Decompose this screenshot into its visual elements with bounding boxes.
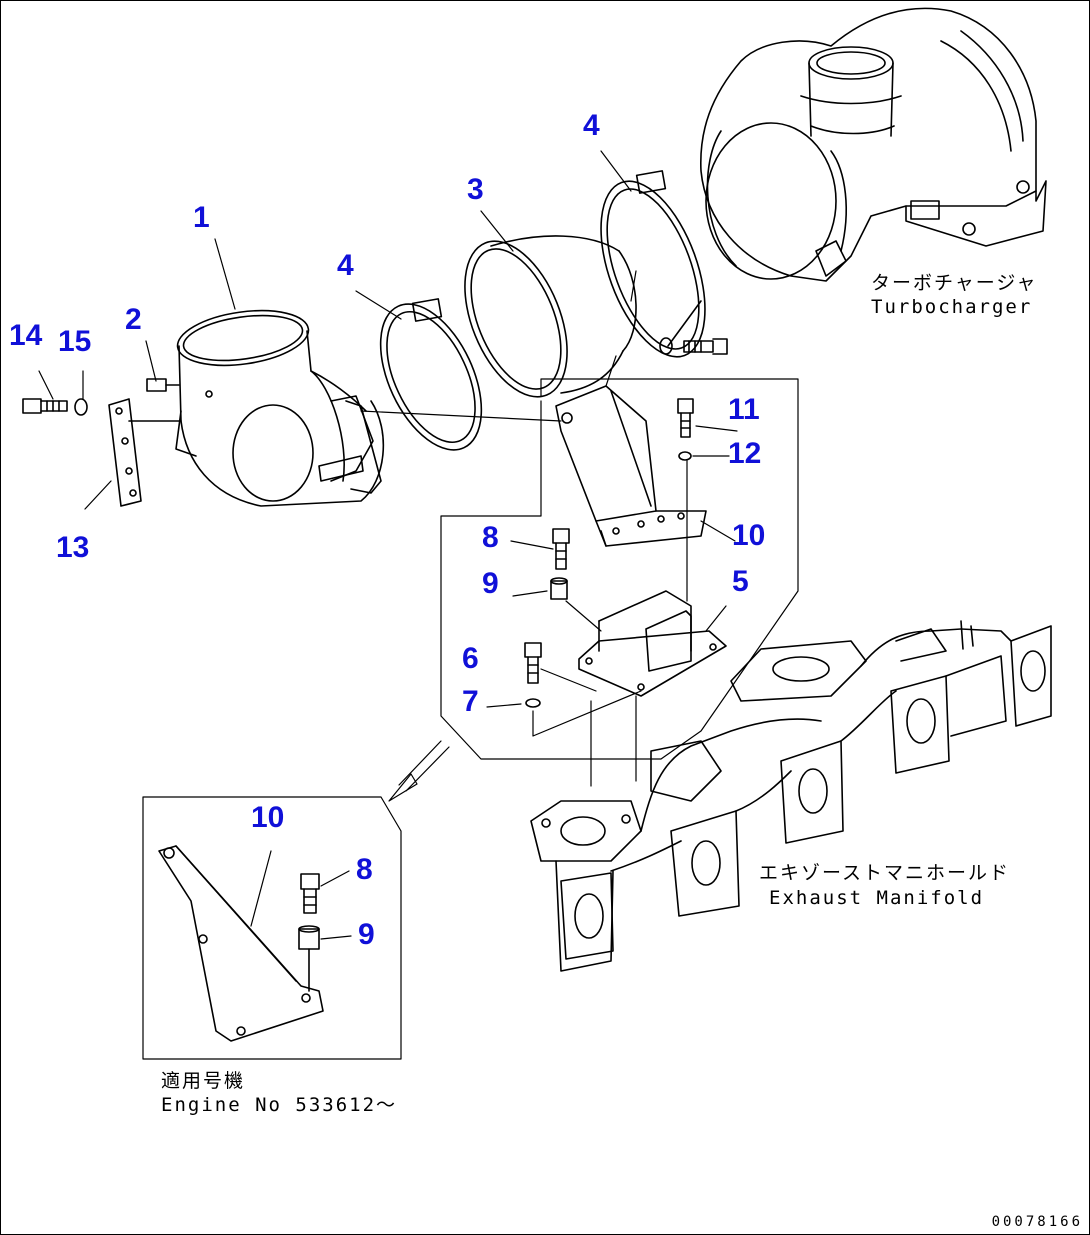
- callout-3: 3: [467, 173, 484, 206]
- callout-13: 13: [56, 531, 90, 564]
- turbocharger-drawing: [699, 7, 1047, 282]
- turbocharger-label-jp: ターボチャージャ: [871, 272, 1038, 294]
- inset-bolt-8-collar-9-drawing: [298, 873, 320, 992]
- callout-10-main: 10: [732, 519, 766, 552]
- applicable-label-jp: 適用号機: [161, 1070, 246, 1092]
- applicable-label-en: Engine No 533612〜: [161, 1094, 398, 1116]
- detail-boundaries: [142, 378, 799, 1060]
- callout-7: 7: [462, 685, 479, 718]
- callout-8-main: 8: [482, 521, 499, 554]
- callout-11: 11: [728, 393, 760, 426]
- manifold-label-en: Exhaust Manifold: [769, 887, 985, 909]
- turbocharger-label-en: Turbocharger: [871, 296, 1033, 318]
- callout-12: 12: [728, 437, 762, 470]
- drawing-code: 00078166: [991, 1214, 1083, 1230]
- callout-2: 2: [125, 303, 142, 336]
- clamp-4-right-drawing: [600, 170, 706, 358]
- bolt-6-washer-7-drawing: [524, 642, 542, 708]
- callout-5: 5: [732, 565, 749, 598]
- bracket-13-drawing: [108, 398, 182, 507]
- inset-bracket-10-drawing: [158, 845, 324, 1042]
- callout-1: 1: [193, 201, 210, 234]
- manifold-label-jp: エキゾーストマニホールド: [759, 862, 1011, 884]
- elbow-pipe-1-drawing: [175, 309, 385, 507]
- callout-4-left: 4: [337, 249, 354, 282]
- callout-14: 14: [9, 319, 43, 352]
- callout-9-inset: 9: [358, 918, 375, 951]
- bolt-11-washer-12-drawing: [677, 398, 694, 461]
- bolt-14-washer-15-drawing: [22, 398, 88, 416]
- plug-2-drawing: [146, 378, 180, 392]
- callout-15: 15: [58, 325, 92, 358]
- callout-6: 6: [462, 642, 479, 675]
- leader-lines: [38, 150, 738, 940]
- hose-3-drawing: [464, 235, 637, 398]
- callout-9-main: 9: [482, 567, 499, 600]
- callout-10-inset: 10: [251, 801, 285, 834]
- view-direction-arrow: [388, 740, 450, 802]
- callout-8-inset: 8: [356, 853, 373, 886]
- bolt-8-collar-9-upper-drawing: [550, 528, 570, 600]
- callout-4-right: 4: [583, 109, 600, 142]
- turbo-flange-bolt-drawing: [659, 337, 728, 355]
- bracket-10-main-drawing: [555, 385, 707, 547]
- exhaust-manifold-drawing: [530, 620, 1052, 972]
- mount-block-5-drawing: [578, 590, 727, 697]
- clamp-4-left-drawing: [379, 298, 483, 451]
